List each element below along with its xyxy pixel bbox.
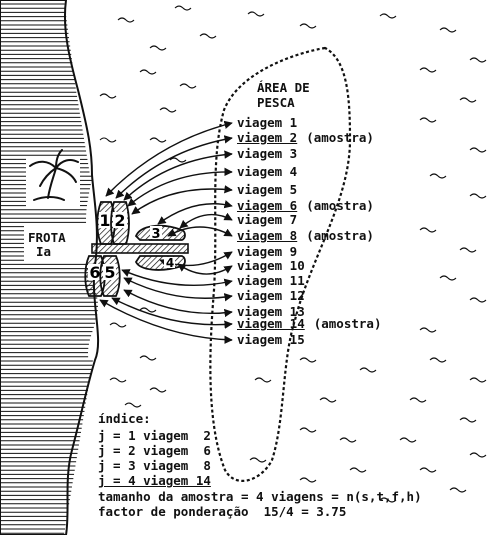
trip-label: viagem 10 — [237, 258, 305, 273]
trip-name: viagem 6 — [237, 198, 298, 213]
index-title: índice: — [98, 411, 151, 426]
trip-label: viagem 8 (amostra) — [237, 228, 374, 243]
trip-name: viagem 4 — [237, 164, 298, 179]
fishing-area-label-line2: PESCA — [257, 95, 295, 110]
trip-label: viagem 4 — [237, 164, 298, 179]
boat-3: 3 — [134, 224, 186, 242]
fleet-boats: 1 2 3 4 6 5 — [84, 201, 186, 297]
weighting-factor-line: factor de ponderação 15/4 = 3.75 — [98, 504, 347, 519]
boat-5: 5 — [99, 255, 121, 297]
trip-name: viagem 1 — [237, 115, 298, 130]
trip-label: viagem 2 (amostra) — [237, 130, 374, 145]
trip-label: viagem 14 (amostra) — [237, 316, 382, 331]
trip-name: viagem 5 — [237, 182, 298, 197]
trip-name: viagem 7 — [237, 212, 298, 227]
trip-label: viagem 5 — [237, 182, 298, 197]
boat-number: 2 — [114, 211, 125, 230]
trip-name: viagem 10 — [237, 258, 305, 273]
trip-label: viagem 15 — [237, 332, 305, 347]
boat-number: 4 — [166, 256, 174, 270]
index-row: j = 3 viagem 8 — [98, 458, 211, 473]
trip-label: viagem 1 — [237, 115, 298, 130]
trip-label: viagem 9 — [237, 244, 298, 259]
trip-label: viagem 7 — [237, 212, 298, 227]
boat-2: 2 — [110, 201, 130, 245]
trip-name: viagem 2 — [237, 130, 298, 145]
trip-name: viagem 12 — [237, 288, 305, 303]
trip-label: viagem 11 — [237, 273, 305, 288]
trip-name: viagem 15 — [237, 332, 305, 347]
boat-number: 1 — [99, 211, 110, 230]
trip-name: viagem 9 — [237, 244, 298, 259]
trip-name: viagem 14 — [237, 316, 305, 331]
index-row: j = 1 viagem 2 — [98, 428, 211, 443]
trip-label: viagem 12 — [237, 288, 305, 303]
sample-note: (amostra) — [313, 316, 382, 331]
boat-4: 4 — [134, 255, 186, 271]
coastline — [0, 0, 100, 535]
fleet-label-line1: FROTA — [28, 230, 66, 245]
boat-number: 3 — [151, 227, 160, 242]
fishing-area-label-line1: ÁREA DE — [257, 80, 310, 95]
boat-number: 6 — [89, 263, 100, 282]
sample-note: (amostra) — [306, 198, 374, 213]
pier — [91, 243, 189, 254]
sample-note: (amostra) — [306, 228, 374, 243]
trip-label: viagem 13 — [237, 304, 305, 319]
palm-tree-icon — [29, 149, 79, 201]
index-row: j = 4 viagem 14 — [98, 473, 211, 488]
trip-name: viagem 3 — [237, 146, 298, 161]
trip-label: viagem 6 (amostra) — [237, 198, 374, 213]
boat-1: 1 — [96, 201, 116, 245]
boat-number: 5 — [104, 263, 115, 282]
trip-name: viagem 11 — [237, 273, 305, 288]
fleet-label-line2: Ia — [36, 244, 52, 259]
trip-name: viagem 8 — [237, 228, 298, 243]
trip-label: viagem 3 — [237, 146, 298, 161]
index-row: j = 2 viagem 6 — [98, 443, 211, 458]
boat-6: 6 — [84, 255, 106, 297]
trip-arrows — [99, 120, 233, 344]
sample-size-line: tamanho da amostra = 4 viagens = n(s,t,f… — [98, 489, 422, 504]
trip-name: viagem 13 — [237, 304, 305, 319]
sample-note: (amostra) — [306, 130, 374, 145]
